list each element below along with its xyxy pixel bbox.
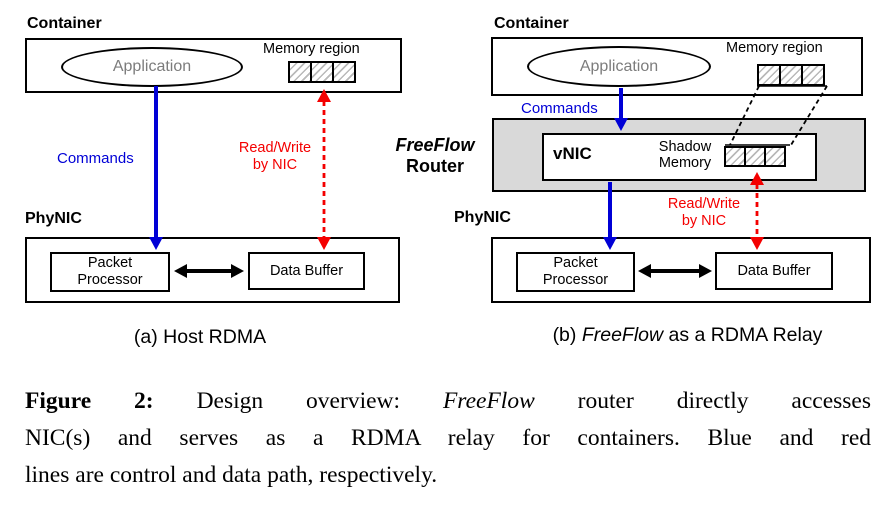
- panel-b-application-ellipse: Application: [527, 46, 711, 87]
- memory-cell: [757, 64, 781, 86]
- readwrite-line1: Read/Write: [667, 196, 741, 212]
- panel-b-memory-cells: [757, 64, 825, 86]
- panel-b-packet-processor-box: Packet Processor: [516, 252, 635, 292]
- memory-cell: [801, 64, 825, 86]
- panel-a-memory-cells: [288, 61, 356, 83]
- freeflow-router-line2: Router: [406, 156, 464, 176]
- shadow-memory-line1: Shadow: [658, 139, 712, 155]
- memory-cell: [724, 146, 746, 167]
- figure-caption-text: Design overview:: [196, 388, 401, 414]
- data-buffer-label: Data Buffer: [269, 262, 344, 279]
- memory-cell: [288, 61, 312, 83]
- packet-processor-line2: Processor: [77, 272, 143, 288]
- panel-b-phynic-label: PhyNIC: [454, 209, 511, 226]
- shadow-memory-label: Shadow Memory: [645, 139, 725, 171]
- panel-a-caption-text: (a) Host RDMA: [133, 326, 267, 348]
- panel-a-commands-label: Commands: [57, 150, 134, 167]
- panel-b-data-buffer-box: Data Buffer: [715, 252, 833, 290]
- readwrite-line2: by NIC: [681, 213, 727, 229]
- panel-b-caption-suffix: as a RDMA Relay: [668, 324, 823, 346]
- figure-caption-line2: NIC(s) and serves as a RDMA relay for co…: [25, 425, 871, 451]
- memory-cell: [310, 61, 334, 83]
- panel-b-container-label: Container: [494, 15, 569, 32]
- freeflow-router-line1: FreeFlow: [395, 135, 475, 155]
- figure-caption: Figure 2: Design overview: FreeFlow rout…: [25, 383, 871, 494]
- panel-a-application-ellipse: Application: [61, 47, 243, 87]
- panel-a-readwrite-label: Read/Write by NIC: [224, 140, 326, 174]
- freeflow-router-label: FreeFlow Router: [383, 135, 487, 177]
- figure-caption-line3: lines are control and data path, respect…: [25, 462, 438, 488]
- panel-a-memory-region-label: Memory region: [263, 41, 360, 57]
- shadow-memory-line2: Memory: [658, 155, 712, 171]
- figure-caption-number: Figure 2:: [25, 388, 154, 414]
- panel-a-packet-processor-box: Packet Processor: [50, 252, 170, 292]
- memory-cell: [744, 146, 766, 167]
- figure-caption-freeflow: FreeFlow: [442, 388, 535, 414]
- panel-a-phynic-label: PhyNIC: [25, 210, 82, 227]
- memory-cell: [764, 146, 786, 167]
- panel-b-caption-prefix: (b): [552, 324, 577, 346]
- panel-a-container-label: Container: [27, 15, 102, 32]
- panel-b-caption-freeflow: FreeFlow: [581, 324, 664, 346]
- readwrite-line1: Read/Write: [238, 140, 312, 156]
- memory-cell: [332, 61, 356, 83]
- panel-b-commands-label: Commands: [521, 100, 598, 117]
- packet-processor-line2: Processor: [542, 272, 609, 288]
- vnic-label: vNIC: [553, 144, 592, 163]
- shadow-memory-cells: [724, 146, 786, 167]
- panel-b-application-label: Application: [579, 57, 659, 75]
- panel-b-caption: (b) FreeFlow as a RDMA Relay: [495, 324, 880, 347]
- panel-a-data-buffer-box: Data Buffer: [248, 252, 365, 290]
- panel-a-application-label: Application: [112, 58, 192, 75]
- figure-caption-text: router directly accesses: [577, 388, 871, 414]
- memory-cell: [779, 64, 803, 86]
- figure-caption-line1: Figure 2: Design overview: FreeFlow rout…: [25, 383, 871, 420]
- packet-processor-line1: Packet: [553, 255, 598, 271]
- data-buffer-label: Data Buffer: [737, 262, 811, 279]
- panel-b-readwrite-label: Read/Write by NIC: [653, 196, 755, 230]
- readwrite-line2: by NIC: [252, 157, 298, 173]
- packet-processor-line1: Packet: [87, 255, 133, 271]
- panel-a-caption: (a) Host RDMA: [60, 326, 340, 349]
- panel-b-memory-region-label: Memory region: [726, 40, 823, 56]
